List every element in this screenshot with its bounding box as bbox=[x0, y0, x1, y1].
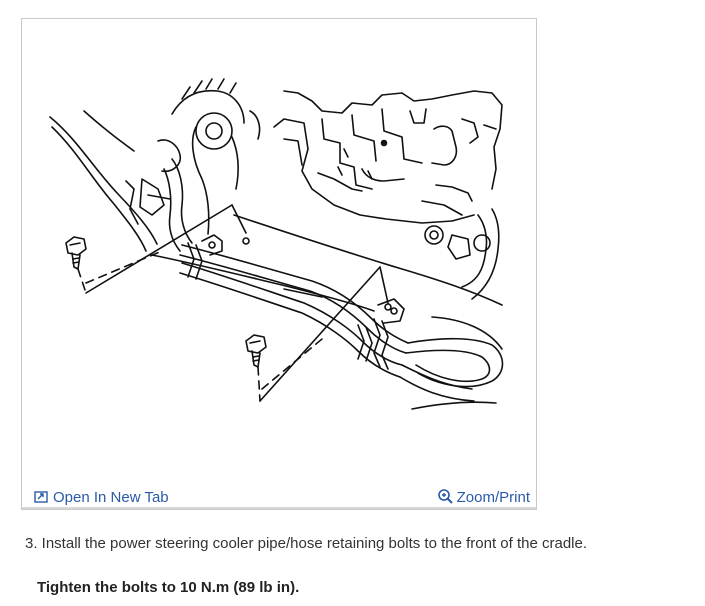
zoom-magnifier-icon bbox=[437, 489, 453, 504]
cooler-pipes bbox=[179, 244, 504, 402]
open-new-tab-icon bbox=[34, 491, 48, 503]
figure-toolbar: Open In New Tab Zoom/Print bbox=[22, 485, 536, 509]
zoom-print-label: Zoom/Print bbox=[456, 488, 530, 506]
bolt-left bbox=[65, 236, 87, 270]
zoom-print-link[interactable]: Zoom/Print bbox=[437, 488, 530, 506]
callout-dashes bbox=[77, 250, 323, 402]
frame-rail bbox=[49, 110, 158, 252]
bolt-center bbox=[245, 334, 267, 368]
pipe-clamps bbox=[187, 234, 405, 370]
open-new-tab-link[interactable]: Open In New Tab bbox=[34, 489, 169, 506]
torque-spec-note: Tighten the bolts to 10 N.m (89 lb in). bbox=[37, 579, 300, 596]
cradle-edge bbox=[151, 214, 503, 410]
callout-lines bbox=[85, 204, 389, 402]
step-3-instruction: 3. Install the power steering cooler pip… bbox=[25, 535, 588, 552]
open-new-tab-label: Open In New Tab bbox=[53, 488, 169, 506]
figure-panel: Open In New Tab Zoom/Print bbox=[21, 18, 537, 510]
cradle-block bbox=[273, 90, 503, 300]
power-steering-cooler-pipe-diagram bbox=[49, 78, 504, 410]
